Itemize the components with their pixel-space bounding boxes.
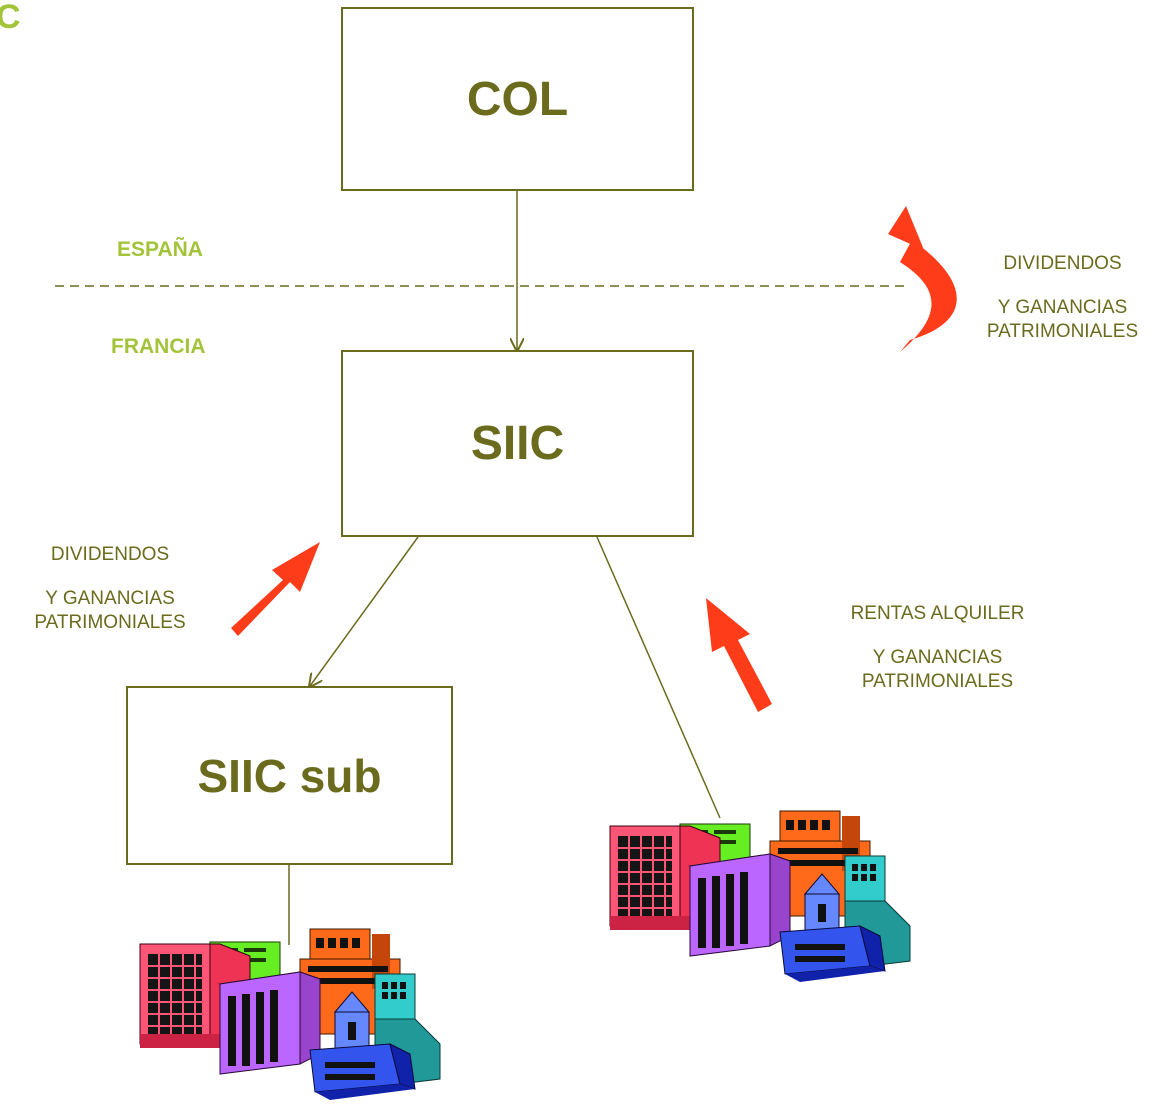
country-top-label: ESPAÑA: [117, 238, 203, 261]
siic-to-properties-line: [596, 536, 721, 819]
red-arrow-icon-left: [231, 542, 320, 636]
rent-flow-line2: Y GANANCIAS: [872, 647, 1003, 668]
siic-to-sub-arrow: [310, 536, 419, 686]
siic-sub-label: SIIC sub: [197, 749, 382, 802]
sub-flow-note: DIVIDENDOS Y GANANCIAS PATRIMONIALES: [0, 543, 220, 635]
curved-arrow-icon: [888, 206, 957, 352]
sub-flow-line3: PATRIMONIALES: [34, 612, 186, 633]
col-node: COL: [341, 7, 694, 191]
col-label: COL: [466, 72, 569, 126]
col-flow-note: DIVIDENDOS Y GANANCIAS PATRIMONIALES: [950, 252, 1164, 344]
corner-label: C: [0, 0, 21, 36]
siic-sub-node: SIIC sub: [126, 686, 453, 865]
rent-flow-line1: RENTAS ALQUILER: [850, 603, 1025, 624]
city-buildings-icon-right: [609, 810, 911, 983]
rent-flow-line3: PATRIMONIALES: [861, 671, 1014, 692]
col-flow-line1: DIVIDENDOS: [1003, 253, 1122, 274]
sub-flow-line1: DIVIDENDOS: [50, 544, 170, 565]
col-flow-line2: Y GANANCIAS: [997, 297, 1128, 318]
city-buildings-icon-left: [139, 928, 441, 1101]
sub-flow-line2: Y GANANCIAS: [45, 588, 175, 609]
country-bottom-label: FRANCIA: [111, 335, 206, 358]
rent-flow-note: RENTAS ALQUILER Y GANANCIAS PATRIMONIALE…: [810, 602, 1065, 694]
siic-label: SIIC: [470, 417, 565, 470]
red-arrow-icon-right: [706, 598, 772, 712]
siic-node: SIIC: [341, 350, 694, 537]
col-flow-line3: PATRIMONIALES: [986, 321, 1139, 342]
